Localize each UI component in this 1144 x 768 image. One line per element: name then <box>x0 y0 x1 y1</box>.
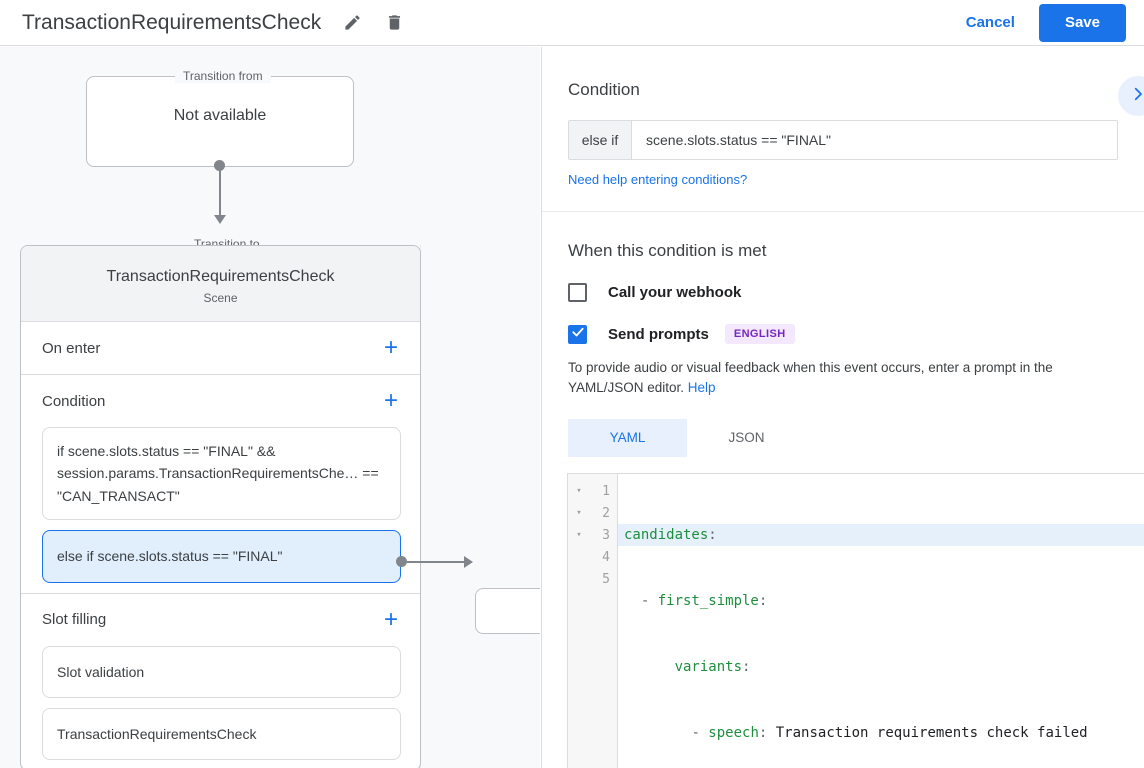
section-condition: Condition + if scene.slots.status == "FI… <box>21 375 420 594</box>
condition-help-link[interactable]: Need help entering conditions? <box>568 172 748 187</box>
condition-prefix-label: else if <box>569 121 632 159</box>
section-slot-filling: Slot filling + Slot validation Transacti… <box>21 594 420 761</box>
save-button[interactable]: Save <box>1038 3 1126 42</box>
edge-line-horizontal <box>401 561 465 563</box>
page-title: TransactionRequirementsCheck <box>22 10 322 34</box>
send-prompts-checkbox[interactable] <box>568 324 587 344</box>
gutter-row: ▾ 2 <box>568 502 617 524</box>
code-dash: - <box>691 725 709 741</box>
call-webhook-label: Call your webhook <box>608 284 742 301</box>
gutter-row: ▾ 3 <box>568 524 617 546</box>
transition-from-node[interactable]: Transition from Not available <box>86 69 354 167</box>
gutter-row: 4 <box>568 546 617 568</box>
code-line: candidates: <box>618 524 1144 546</box>
editor-code-area[interactable]: candidates: - first_simple: variants: - … <box>618 474 1144 768</box>
code-punct: : <box>742 659 751 675</box>
condition-field-row[interactable]: else if <box>568 120 1118 160</box>
pencil-icon <box>343 13 362 32</box>
code-key: first_simple <box>657 593 759 609</box>
code-key: speech <box>708 725 759 741</box>
section-label-on-enter: On enter <box>42 339 101 357</box>
top-app-bar: TransactionRequirementsCheck Cancel Save <box>0 0 1144 46</box>
add-slot-filling-button[interactable]: + <box>380 607 402 632</box>
code-indent <box>624 593 641 609</box>
condition-input[interactable] <box>632 121 1117 159</box>
section-divider <box>542 211 1144 212</box>
code-line: - first_simple: <box>618 590 1144 612</box>
fold-toggle-icon[interactable]: ▾ <box>576 508 582 518</box>
gutter-row: 5 <box>568 568 617 590</box>
when-condition-met-section: When this condition is met Call your web… <box>542 212 1144 457</box>
transition-to-node[interactable]: TransactionRequirementsCheck Scene On en… <box>20 245 421 768</box>
line-number: 5 <box>602 571 610 587</box>
line-number: 3 <box>602 527 610 543</box>
section-header-condition: Condition + <box>21 375 420 427</box>
send-prompts-label: Send prompts <box>608 325 709 343</box>
code-line: variants: <box>618 656 1144 678</box>
code-indent <box>624 725 691 741</box>
code-key: candidates <box>624 527 709 543</box>
tab-json[interactable]: JSON <box>687 419 806 457</box>
graph-canvas[interactable]: Transition from Not available Transition… <box>0 47 540 768</box>
prompts-description-text: To provide audio or visual feedback when… <box>568 360 1053 396</box>
checkmark-icon <box>571 325 585 344</box>
trash-icon <box>385 13 404 32</box>
send-prompts-row[interactable]: Send prompts ENGLISH <box>568 324 1118 344</box>
add-on-enter-button[interactable]: + <box>380 336 402 360</box>
code-punct: : <box>758 593 768 609</box>
code-dash: - <box>640 593 658 609</box>
condition-item-selected[interactable]: else if scene.slots.status == "FINAL" <box>42 530 401 583</box>
edit-name-button[interactable] <box>335 6 369 40</box>
yaml-editor[interactable]: ▾ 1 ▾ 2 ▾ 3 4 5 candidates: - first_simp… <box>567 473 1144 768</box>
gutter-row: ▾ 1 <box>568 480 617 502</box>
collapse-panel-button[interactable] <box>1118 76 1144 116</box>
code-punct: : <box>758 725 768 741</box>
line-number: 1 <box>602 483 610 499</box>
condition-item[interactable]: if scene.slots.status == "FINAL" && sess… <box>42 427 401 521</box>
cancel-button[interactable]: Cancel <box>952 6 1029 39</box>
transition-from-value: Not available <box>173 107 267 124</box>
edge-arrow-down-icon <box>214 215 226 224</box>
code-indent <box>624 659 675 675</box>
when-condition-met-title: When this condition is met <box>568 241 767 260</box>
prompts-description: To provide audio or visual feedback when… <box>568 358 1118 399</box>
condition-section: Condition else if Need help entering con… <box>542 47 1144 189</box>
line-number: 4 <box>602 549 610 565</box>
transition-to-title: TransactionRequirementsCheck <box>106 268 335 285</box>
fold-toggle-icon[interactable]: ▾ <box>576 486 582 496</box>
code-line: - speech: Transaction requirements check… <box>618 722 1144 744</box>
editor-format-tabs: YAML JSON <box>568 418 1118 457</box>
code-value: Transaction requirements check failed <box>767 725 1088 741</box>
transition-to-subtitle: Scene <box>203 291 238 305</box>
add-condition-button[interactable]: + <box>380 389 402 413</box>
transition-from-legend: Transition from <box>175 69 271 83</box>
section-header-on-enter: On enter + <box>21 322 420 374</box>
webhook-row[interactable]: Call your webhook <box>568 283 1118 302</box>
condition-section-title: Condition <box>568 80 640 99</box>
transition-target-node-partial[interactable] <box>475 588 540 634</box>
slot-filling-item[interactable]: Slot validation <box>42 645 401 698</box>
chevron-right-icon <box>1129 85 1144 108</box>
edge-line-vertical <box>219 165 221 218</box>
call-webhook-checkbox[interactable] <box>568 283 587 302</box>
prompts-help-link[interactable]: Help <box>687 380 716 396</box>
section-on-enter: On enter + <box>21 322 420 375</box>
section-label-condition: Condition <box>42 392 106 410</box>
code-key: variants <box>674 659 743 675</box>
fold-toggle-icon[interactable]: ▾ <box>576 530 582 540</box>
tab-yaml[interactable]: YAML <box>568 418 687 457</box>
editor-gutter: ▾ 1 ▾ 2 ▾ 3 4 5 <box>568 474 618 768</box>
code-punct: : <box>708 527 717 543</box>
transition-to-header: TransactionRequirementsCheck Scene <box>21 246 420 322</box>
section-label-slot-filling: Slot filling <box>42 611 107 629</box>
slot-filling-item[interactable]: TransactionRequirementsCheck <box>42 707 401 761</box>
language-badge: ENGLISH <box>724 324 795 344</box>
edge-arrow-right-icon <box>464 556 473 568</box>
section-header-slot-filling: Slot filling + <box>21 594 420 646</box>
delete-button[interactable] <box>377 6 411 40</box>
line-number: 2 <box>602 505 610 521</box>
